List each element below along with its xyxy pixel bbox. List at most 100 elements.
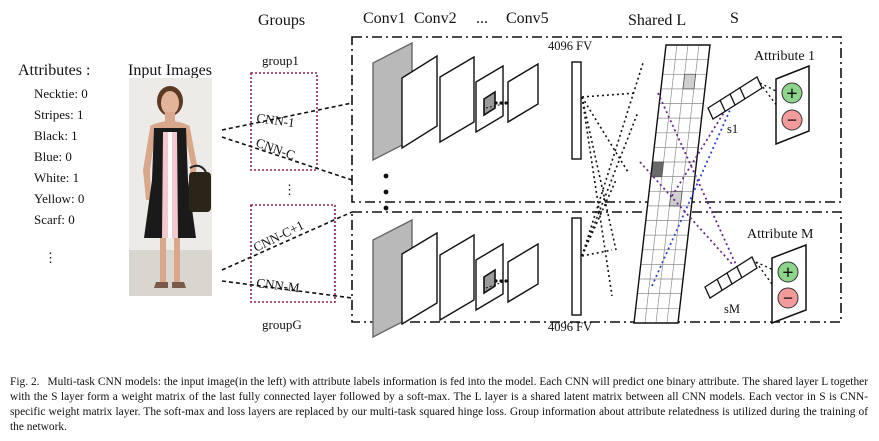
fv-vector-top — [571, 61, 582, 160]
matrix-cell — [685, 44, 700, 60]
matrix-border — [633, 44, 711, 324]
matrix-cell — [653, 234, 667, 251]
conv2-layer — [401, 231, 438, 326]
matrix-cell — [680, 88, 695, 104]
image-to-cnn-links — [221, 102, 353, 299]
attribute-item: Blue: 0 — [34, 149, 72, 164]
matrix-cell — [665, 220, 680, 236]
matrix-cell — [658, 191, 672, 207]
negative-icon — [781, 109, 803, 131]
shared-heading: Shared L — [628, 12, 686, 29]
cnn-label: CNN-1 — [256, 110, 296, 130]
cnn-label: CNN-C — [254, 135, 297, 163]
cnn-label: CNN-C+1 — [251, 217, 306, 254]
attribute-item: Stripes: 1 — [34, 107, 83, 122]
plus-symbol: + — [782, 262, 793, 284]
positive-icon — [781, 82, 803, 104]
matrix-cell — [660, 264, 675, 280]
conv-label: Conv1 — [363, 10, 406, 27]
matrix-cell — [646, 293, 660, 309]
attributes-heading: Attributes : — [18, 62, 90, 79]
minus-symbol: − — [783, 288, 793, 308]
output-card-bottom — [771, 243, 807, 325]
plus-symbol: + — [786, 83, 797, 105]
conv2-layer — [401, 54, 438, 150]
s-vector-top — [707, 76, 763, 120]
attribute-item: ⋮ — [44, 250, 57, 265]
group-ellipsis: ⋮ — [283, 182, 296, 197]
input-images-heading: Input Images — [128, 62, 212, 79]
matrix-cell — [669, 88, 684, 104]
group-box-top — [250, 72, 318, 171]
frame-top — [351, 36, 842, 203]
matrix-cell — [672, 161, 686, 177]
conv5-layer — [507, 62, 539, 124]
matrix-cell — [654, 220, 669, 236]
matrix-cell — [655, 308, 670, 324]
matrix-cell — [659, 176, 674, 192]
conv-dots-top — [494, 101, 508, 105]
s-vector-label: sM — [724, 302, 740, 316]
conv3-layer — [439, 55, 475, 144]
conv-headings: Conv1 Conv2 ... Conv5 — [363, 10, 549, 27]
positive-icon — [777, 261, 799, 283]
matrix-cell — [663, 147, 677, 163]
attribute-item: Yellow: 0 — [34, 191, 84, 206]
matrix-cell — [670, 176, 685, 192]
attribute-item: Black: 1 — [34, 128, 78, 143]
attribute-item: Necktie: 0 — [34, 86, 88, 101]
matrix-highlight-cell — [682, 73, 697, 90]
conv4-kernel — [483, 90, 496, 117]
matrix-cell — [656, 205, 670, 221]
conv-stack-top — [372, 41, 539, 162]
minus-symbol: − — [787, 110, 797, 130]
conv-label: Conv5 — [506, 10, 549, 27]
fv-vector-bottom — [571, 217, 582, 316]
cnn-architecture-diagram: Attributes : Necktie: 0 Stripes: 1 Black… — [18, 10, 842, 339]
attribute-list: Necktie: 0 Stripes: 1 Black: 1 Blue: 0 W… — [34, 86, 88, 265]
fv-to-shared-links — [581, 62, 644, 297]
conv-label: ... — [476, 10, 488, 27]
matrix-cell — [668, 103, 682, 119]
matrix-cell — [667, 205, 681, 221]
matrix-cell — [679, 103, 693, 119]
matrix-cell — [664, 234, 678, 251]
caption-label: Fig. 2. — [10, 376, 40, 388]
input-person-image — [129, 78, 212, 296]
groups-heading: Groups — [258, 12, 305, 29]
matrix-cell — [674, 147, 688, 163]
conv-stack-bottom — [372, 218, 539, 339]
matrix-cell — [674, 44, 689, 60]
output-card-top — [775, 64, 810, 146]
matrix-cell — [644, 308, 659, 324]
shared-to-s-links — [639, 92, 738, 287]
matrix-cell — [684, 59, 698, 75]
cnn-label: CNN-M — [256, 275, 301, 295]
attribute-item: Scarf: 0 — [34, 212, 75, 227]
conv-link-bottom — [485, 281, 504, 289]
conv5-layer — [507, 242, 539, 304]
matrix-highlight-cell — [669, 190, 683, 207]
fv-label: 4096 FV — [548, 320, 592, 334]
matrix-cell — [659, 278, 673, 295]
matrix-cell — [673, 59, 687, 75]
branch-ellipsis — [383, 173, 389, 211]
s-heading: S — [730, 10, 739, 27]
matrix-cell — [657, 293, 671, 309]
caption-text: Multi-task CNN models: the input image(i… — [10, 376, 868, 433]
matrix-cell — [664, 132, 679, 148]
s-vector-label: s1 — [727, 122, 738, 136]
conv-link-top — [485, 103, 504, 109]
attribute-item: White: 1 — [34, 170, 79, 185]
conv-label: Conv2 — [414, 10, 457, 27]
attribute-label: Attribute M — [747, 227, 814, 242]
group-label-bottom: groupG — [262, 317, 302, 332]
conv-dots-bottom — [494, 279, 508, 283]
matrix-cell — [671, 73, 685, 90]
matrix-cell — [677, 117, 691, 134]
matrix-cell — [661, 161, 675, 177]
group-box-bottom — [250, 204, 336, 303]
group-label-top: group1 — [262, 53, 299, 68]
matrix-cell — [675, 132, 690, 148]
fv-label: 4096 FV — [548, 39, 592, 53]
